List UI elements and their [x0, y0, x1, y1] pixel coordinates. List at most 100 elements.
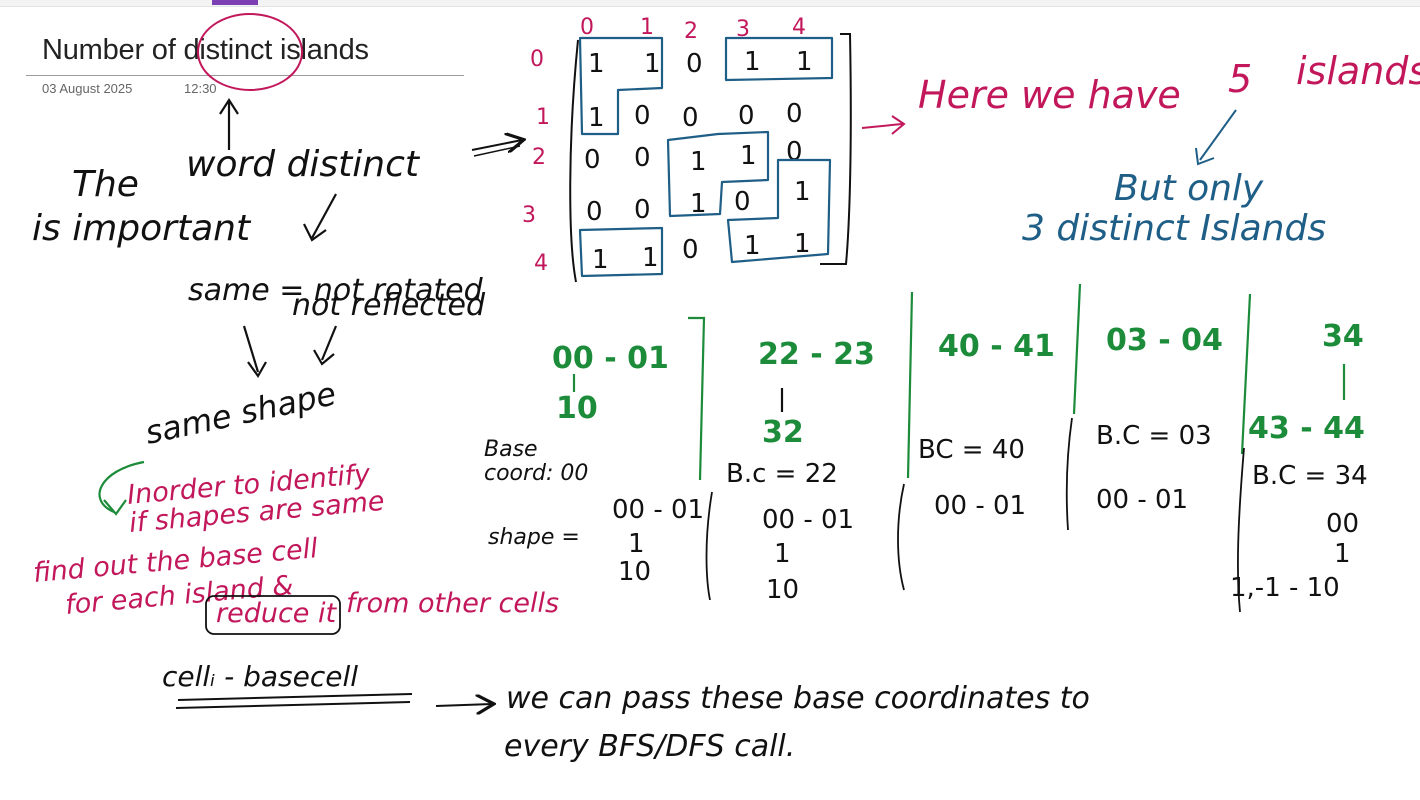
grid-cell: 0: [686, 49, 703, 79]
top-ribbon-strip: [0, 0, 1420, 7]
shape-bracket: [1237, 447, 1245, 613]
col-label: 3: [736, 17, 750, 42]
island-base: BC = 40: [918, 435, 1025, 465]
arrow-to-pass: [435, 704, 492, 706]
shape-label: shape =: [488, 525, 580, 550]
island-shape: 00 - 01: [612, 495, 704, 525]
note-but-only: But only: [1114, 168, 1264, 209]
note-here-we-have: Here we have: [918, 73, 1181, 117]
island-shape: 10: [766, 575, 799, 605]
grid-cell: 1: [794, 229, 811, 259]
grid-cell: 1: [744, 47, 761, 77]
row-label: 2: [532, 145, 546, 170]
green-divider-4: [1240, 293, 1252, 455]
col-label: 2: [684, 19, 698, 44]
row-label: 3: [522, 203, 536, 228]
grid-cell: 0: [738, 101, 755, 131]
note-pass-2: every BFS/DFS call.: [504, 729, 795, 764]
grid-cell: 0: [634, 143, 651, 173]
island-shape: 1: [1334, 539, 1351, 569]
grid-cell: 0: [584, 145, 601, 175]
grid-right-bracket: [820, 33, 852, 265]
note-islands: islands: [1296, 49, 1420, 93]
grid-cell: 1: [796, 47, 813, 77]
note-pass-1: we can pass these base coordinates to: [506, 681, 1090, 716]
page-title[interactable]: Number of distinct islands: [42, 34, 369, 66]
island-shape: 00: [1326, 509, 1359, 539]
island-base: B.C = 03: [1096, 421, 1212, 451]
island-cells: 32: [762, 415, 804, 450]
island-cells: 22 - 23: [758, 337, 875, 372]
green-hook-arrow: [98, 460, 145, 514]
island-cells: 43 - 44: [1248, 411, 1365, 446]
col-label: 0: [580, 15, 594, 40]
island-shape: 1: [628, 529, 645, 559]
shape-bracket: [897, 483, 905, 591]
island-outline-3: [666, 130, 770, 218]
reduce-it-box: [205, 595, 341, 635]
grid-cell: 0: [682, 235, 699, 265]
grid-cell: 0: [786, 99, 803, 129]
island-shape: 1: [774, 539, 791, 569]
col-label: 1: [640, 15, 654, 40]
green-divider-1: [688, 316, 706, 481]
island-outline-1: [578, 36, 664, 136]
arrow-to-but-only: [1199, 109, 1237, 161]
grid-cell: 0: [634, 195, 651, 225]
grid-cell: 0: [734, 187, 751, 217]
arrow-down-same: [311, 193, 337, 239]
row-label: 0: [530, 47, 544, 72]
island-shape: 00 - 01: [1096, 485, 1188, 515]
grid-cell: 0: [786, 137, 803, 167]
grid-cell: 0: [634, 101, 651, 131]
base-coord-value: coord: 00: [484, 461, 588, 486]
note-word-distinct: word distinct: [186, 144, 421, 185]
arrow-to-here: [861, 123, 903, 129]
island-shape: 10: [618, 557, 651, 587]
shape-bracket: [1065, 417, 1073, 531]
grid-cell: 1: [690, 147, 707, 177]
grid-left-bracket: [569, 39, 579, 283]
note-formula: cellᵢ - basecell: [162, 660, 358, 693]
island-outline-5: [578, 226, 664, 278]
note-reduce-it: reduce it: [216, 598, 338, 629]
grid-cell: 1: [588, 49, 605, 79]
formula-underline-2: [175, 701, 411, 709]
grid-cell: 0: [682, 103, 699, 133]
note-the: The: [72, 164, 139, 205]
shape-bracket: [705, 491, 713, 601]
arrow-to-grid: [471, 140, 522, 150]
island-shape: 00 - 01: [762, 505, 854, 535]
grid-cell: 1: [592, 245, 609, 275]
island-outline-2: [724, 36, 834, 82]
island-outline-4: [726, 158, 832, 264]
green-divider-3: [1072, 283, 1082, 415]
col-label: 4: [792, 15, 806, 40]
island-cells: 10: [556, 391, 598, 426]
island-cells: 34: [1322, 319, 1364, 354]
arrow-down-left: [242, 325, 260, 373]
island-shape: 00 - 01: [934, 491, 1026, 521]
row-label: 1: [536, 105, 550, 130]
island-base: B.C = 34: [1252, 461, 1368, 491]
note-is-important: is important: [32, 208, 252, 249]
grid-cell: 1: [642, 243, 659, 273]
arrow-down-right: [320, 325, 338, 361]
island-shape: 1,-1 - 10: [1230, 573, 1340, 603]
island-cells: 03 - 04: [1106, 323, 1223, 358]
note-same-def: same = not rotated: [188, 273, 484, 308]
note-not-reflected: not reflected: [292, 288, 486, 323]
grid-cell: 1: [744, 231, 761, 261]
page-time: 12:30: [184, 81, 217, 96]
note-same-shape: same shape: [142, 374, 340, 451]
title-underline: [26, 75, 464, 76]
grid-cell: 1: [794, 177, 811, 207]
formula-underline-1: [177, 693, 413, 701]
grid-cell: 1: [690, 189, 707, 219]
island-base: B.c = 22: [726, 459, 838, 489]
row-label: 4: [534, 251, 548, 276]
active-tab-indicator: [212, 0, 258, 5]
green-divider-2: [906, 291, 914, 479]
